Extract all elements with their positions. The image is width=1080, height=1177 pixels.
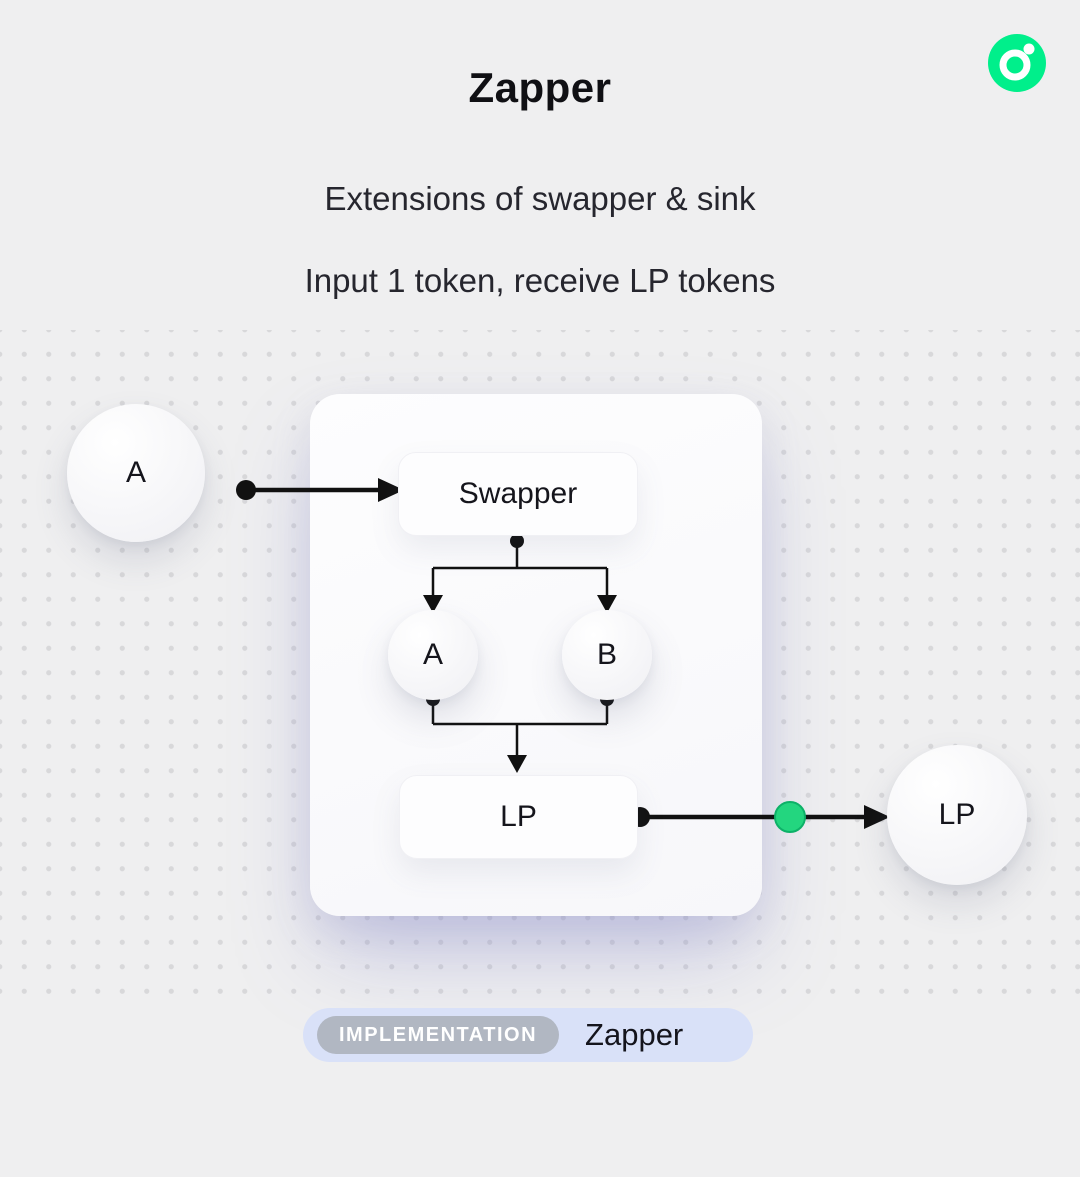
subtitle-line-1: Extensions of swapper & sink <box>324 180 756 217</box>
token-b-circle: B <box>562 610 652 700</box>
subtitle-line-2: Input 1 token, receive LP tokens <box>304 262 776 299</box>
implementation-pill: IMPLEMENTATION Zapper <box>303 1008 753 1062</box>
output-lp-circle: LP <box>887 745 1027 885</box>
input-token-label: A <box>125 456 146 489</box>
token-b-label: B <box>596 638 617 671</box>
flow-logo-icon <box>988 34 1046 92</box>
lp-box-label: LP <box>500 800 537 833</box>
token-a-label: A <box>422 638 443 671</box>
token-a-circle: A <box>388 610 478 700</box>
flow-logo-svg <box>988 34 1046 92</box>
swapper-box: Swapper <box>398 452 638 536</box>
output-lp-label: LP <box>938 798 976 831</box>
implementation-badge: IMPLEMENTATION <box>317 1016 560 1054</box>
input-token-circle: A <box>67 404 205 542</box>
lp-box: LP <box>399 775 638 859</box>
page-title: Zapper <box>468 64 612 111</box>
implementation-name: Zapper <box>585 1017 684 1052</box>
swapper-label: Swapper <box>458 477 578 510</box>
